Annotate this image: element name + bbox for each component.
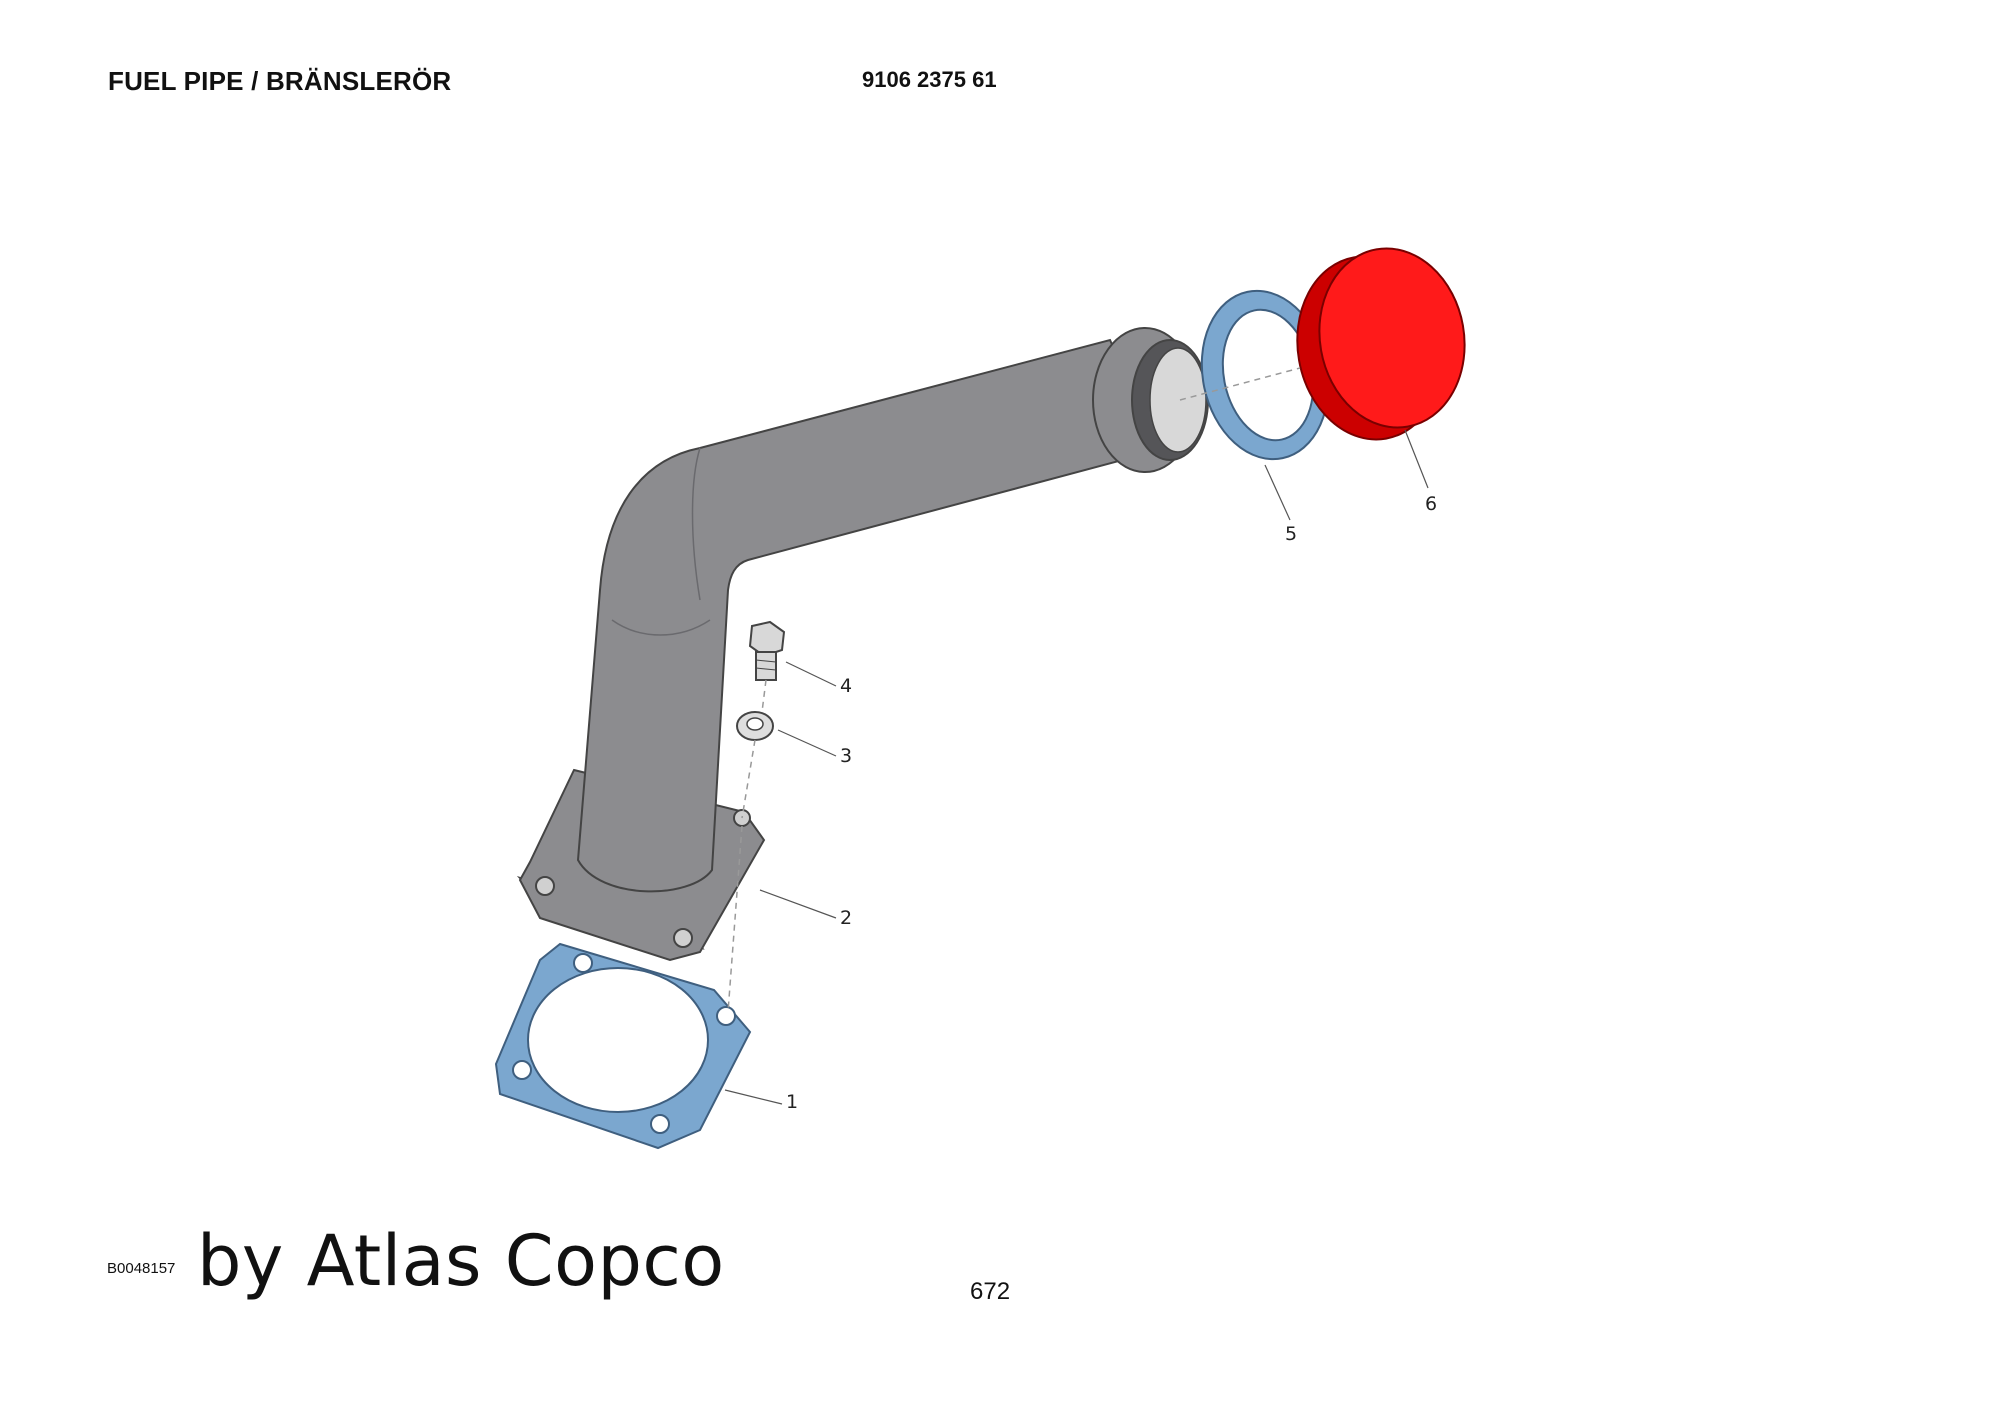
washer-part[interactable]	[736, 711, 774, 741]
flange-pipe-part[interactable]	[516, 327, 1209, 962]
callout-6: 6	[1425, 493, 1437, 515]
callout-4: 4	[840, 675, 852, 697]
leader-lines	[724, 429, 1429, 1105]
cap-part[interactable]	[1283, 237, 1478, 451]
assembly-centerlines	[727, 367, 1301, 1013]
part-number: 9106 2375 61	[862, 67, 997, 92]
page-number: 672	[970, 1278, 1011, 1305]
bolt-part[interactable]	[748, 620, 786, 681]
callout-labels: 1 2 3 4 5 6	[786, 493, 1437, 1113]
callout-3: 3	[840, 745, 852, 767]
page-title: FUEL PIPE / BRÄNSLERÖR	[108, 66, 452, 96]
gasket-part[interactable]	[494, 942, 752, 1150]
brand-logo-text: by Atlas Copco	[197, 1220, 725, 1302]
callout-5: 5	[1285, 523, 1297, 545]
drawing-id: B0048157	[107, 1260, 176, 1277]
callout-2: 2	[840, 907, 852, 929]
callout-1: 1	[786, 1091, 798, 1113]
